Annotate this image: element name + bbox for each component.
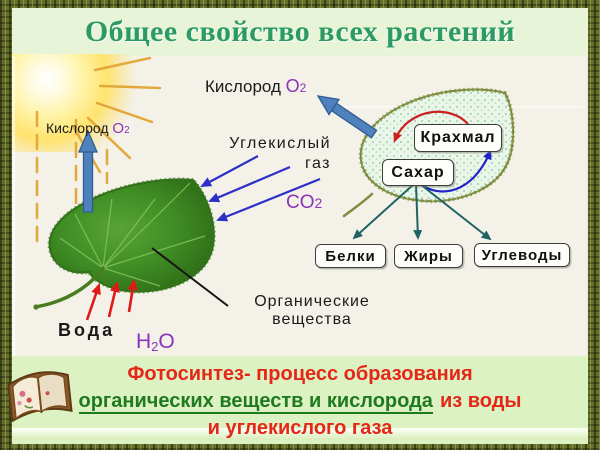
sun-icon (12, 54, 137, 152)
carbon-dioxide-label: Углекислый газ (229, 135, 331, 172)
h2o-formula-label: H2O (136, 330, 175, 354)
leaf-veins (59, 182, 206, 287)
oxygen-word: Кислород (205, 77, 281, 96)
organic-matter-label: Органические вещества (254, 293, 370, 328)
title-band: Общее свойство всех растений (12, 8, 588, 56)
sun-rays (35, 56, 162, 250)
open-book-icon (7, 371, 73, 423)
sugar-node: Сахар (382, 159, 454, 186)
oxygen-label-top: Кислород О2 (205, 76, 307, 96)
oxygen-label-left: Кислород О2 (46, 120, 130, 137)
caption-line1: Фотосинтез- процесс образования (127, 363, 473, 385)
fats-node: Жиры (394, 244, 463, 268)
water-arrows (85, 279, 138, 321)
oxygen-word: Кислород (46, 120, 109, 136)
proteins-node: Белки (315, 244, 386, 268)
co2-arrows (200, 155, 321, 222)
small-leaf (342, 87, 515, 218)
page-title: Общее свойство всех растений (84, 15, 516, 48)
distribution-arrows (352, 183, 492, 241)
small-leaf-stem (342, 192, 374, 218)
caption: Фотосинтез- процесс образования органиче… (12, 361, 588, 442)
oxygen-formula: О (285, 76, 300, 96)
oxygen-arrow-top (316, 95, 378, 139)
organic-pointer-line (151, 247, 229, 307)
slide-edge-highlight (12, 56, 15, 356)
water-label: Вода (58, 320, 116, 340)
oxygen-arrow-left (78, 129, 98, 213)
big-leaf (33, 177, 216, 310)
co2-formula-label: CO2 (286, 192, 323, 213)
oxygen-formula: О (112, 120, 125, 137)
caption-line2-red: из воды (439, 390, 522, 412)
caption-line2: органических веществ и кислорода из воды (12, 388, 588, 415)
caption-line3: и углекислого газа (207, 417, 393, 439)
carbohydrates-node: Углеводы (474, 243, 570, 267)
leaf-stem (34, 266, 105, 309)
starch-node: Крахмал (414, 124, 502, 152)
caption-line2-green: органических веществ и кислорода (78, 390, 433, 414)
starch-sugar-cycle-arrows (393, 110, 492, 193)
caption-bevel (12, 428, 588, 440)
